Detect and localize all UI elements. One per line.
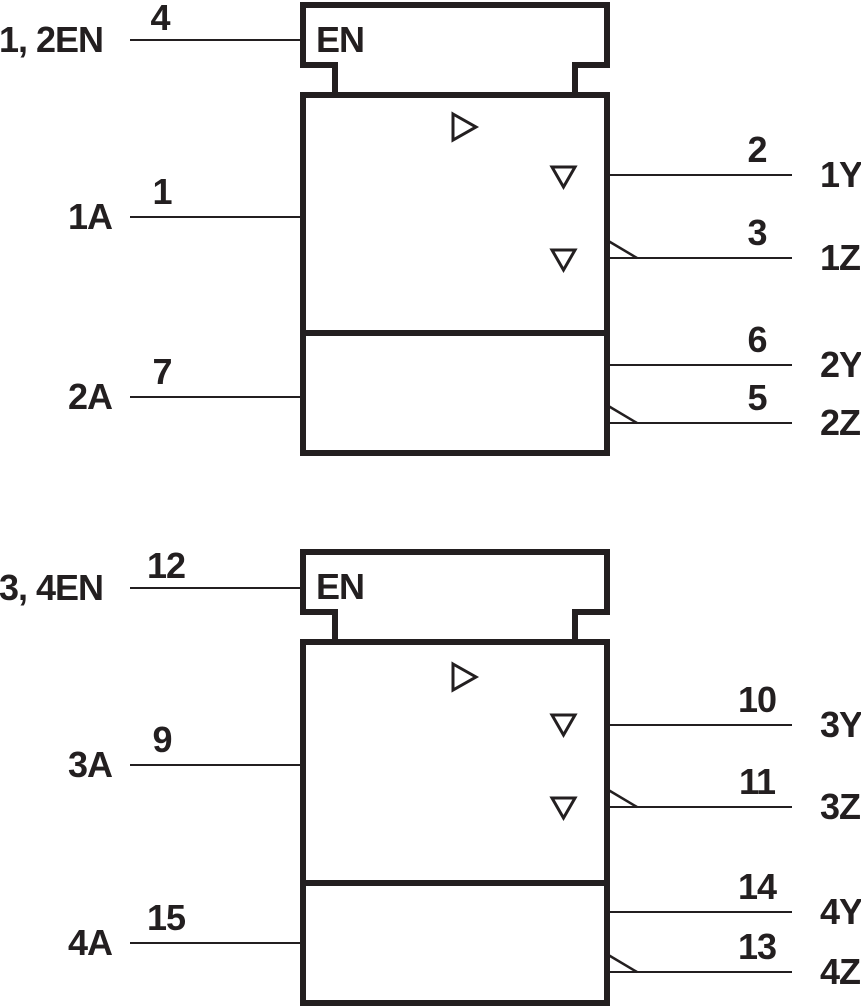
output-pin-number-2y: 6 xyxy=(747,319,766,360)
amplifier-triangle-icon-2 xyxy=(451,661,480,693)
output-pin-number-3z: 11 xyxy=(739,761,776,802)
enable-block-label: EN xyxy=(316,19,364,60)
output-pin-number-3y: 10 xyxy=(738,679,776,720)
enable-pin-number: 4 xyxy=(150,0,170,38)
output-label-3y: 3Y xyxy=(820,704,861,745)
enable-pin-number: 12 xyxy=(147,545,185,586)
input-label-3a: 3A xyxy=(68,744,113,785)
three-state-triangle-icon-1y xyxy=(549,165,578,191)
output-label-1z: 1Z xyxy=(820,237,860,278)
amplifier-triangle-icon-1 xyxy=(451,111,480,143)
inversion-wedge-icon-2z xyxy=(604,402,638,425)
enable-block-outline-1 xyxy=(300,2,610,98)
output-label-2y: 2Y xyxy=(820,344,861,385)
input-label-1a: 1A xyxy=(68,196,113,237)
inversion-wedge-icon-1z xyxy=(604,237,638,260)
output-pin-number-1y: 2 xyxy=(747,129,766,170)
input-pin-number-4a: 15 xyxy=(147,897,186,938)
driver-section-2: 3, 4EN 12 EN 3A 9 4A 15 10 3Y 11 3Z 14 4… xyxy=(0,545,861,1006)
input-label-2a: 2A xyxy=(68,376,113,417)
three-state-triangle-icon-3z xyxy=(549,796,578,822)
output-label-4z: 4Z xyxy=(820,951,860,992)
output-pin-number-4z: 13 xyxy=(738,926,776,967)
enable-block-label: EN xyxy=(316,566,364,607)
input-pin-number-3a: 9 xyxy=(152,719,171,760)
enable-block-outline-2 xyxy=(300,549,610,645)
inversion-wedge-icon-3z xyxy=(604,786,638,809)
enable-net-label: 1, 2EN xyxy=(0,19,103,60)
output-label-3z: 3Z xyxy=(820,786,860,827)
output-pin-number-1z: 3 xyxy=(747,212,766,253)
input-pin-number-2a: 7 xyxy=(152,351,171,392)
enable-net-label: 3, 4EN xyxy=(0,567,103,608)
three-state-triangle-icon-3y xyxy=(549,713,578,739)
inversion-wedge-icon-4z xyxy=(604,951,638,974)
output-pin-number-4y: 14 xyxy=(738,866,777,907)
driver-section-1: 1, 2EN 4 EN 1A 1 2A 7 2 1Y 3 1Z 6 2Y 5 2… xyxy=(0,0,861,456)
output-pin-number-2z: 5 xyxy=(747,377,767,418)
three-state-triangle-icon-1z xyxy=(549,248,578,274)
input-label-4a: 4A xyxy=(68,922,113,963)
driver-body-1 xyxy=(300,92,610,456)
output-label-2z: 2Z xyxy=(820,402,860,443)
driver-body-2 xyxy=(300,639,610,1006)
output-label-1y: 1Y xyxy=(820,154,861,195)
output-label-4y: 4Y xyxy=(820,891,861,932)
input-pin-number-1a: 1 xyxy=(152,171,172,212)
